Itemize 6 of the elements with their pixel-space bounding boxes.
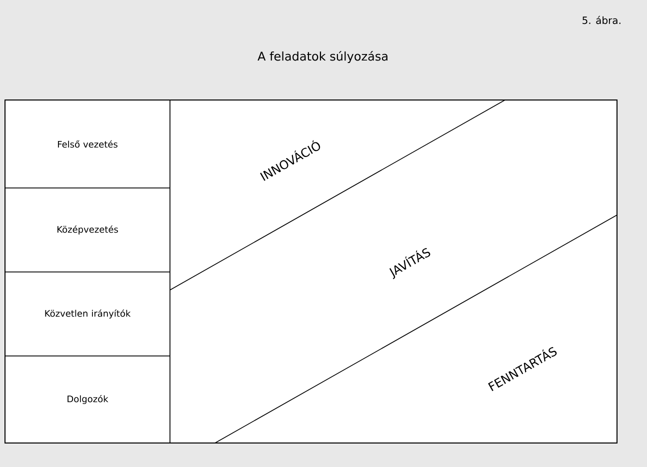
row-cell: Felső vezetés [4, 100, 170, 188]
figure-number: 5. ábra. [582, 16, 620, 24]
row-cell: Közvetlen irányítók [4, 272, 170, 356]
row-cell: Dolgozók [4, 356, 170, 444]
row-cell: Középvezetés [4, 188, 170, 272]
title: A feladatok súlyozása [258, 50, 388, 64]
